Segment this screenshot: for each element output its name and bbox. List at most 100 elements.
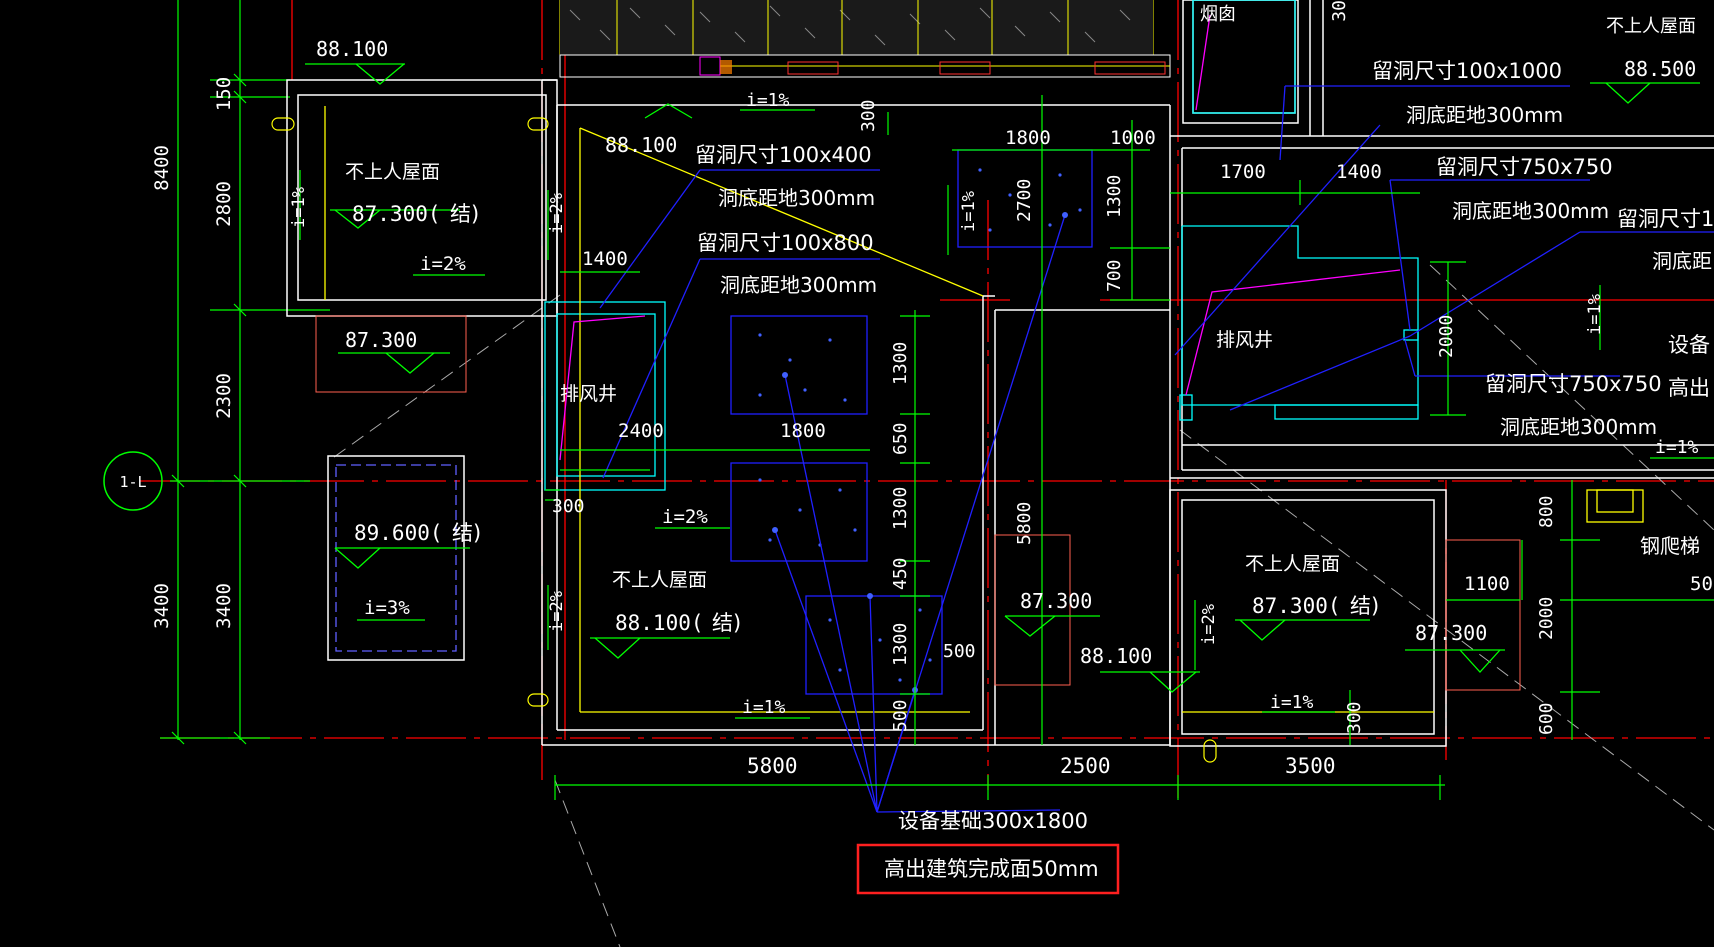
side-note-b: 高出	[1668, 376, 1710, 400]
dim-2000-lower: 2000	[1536, 597, 1557, 640]
dim-2400: 2400	[618, 420, 664, 442]
slope-13: i=1%	[1585, 294, 1605, 335]
opening-3-height: 洞底距地300mm	[1406, 103, 1563, 127]
elevation-87300-c: 87.300	[1415, 621, 1487, 645]
tower-elevation: 89.600(	[354, 521, 443, 545]
dim-800: 800	[1536, 495, 1557, 528]
dim-2800: 2800	[213, 181, 235, 227]
elevation-88100-a: 88.100	[316, 37, 388, 61]
slope-8: i=1%	[289, 187, 309, 228]
dim-8400: 8400	[151, 145, 173, 191]
slope-11: i=1%	[959, 191, 979, 232]
opening-4-size: 留洞尺寸750x750	[1436, 155, 1613, 179]
dim-300-left: 300	[552, 496, 585, 517]
mid-roof-elevation: 88.100(	[615, 611, 704, 635]
dim-500-b: 500	[890, 699, 911, 732]
pipe-outlets	[271, 117, 1217, 763]
equipment-note[interactable]: 设备基础300x1800 高出建筑完成面50mm	[856, 809, 1120, 895]
dashed-guides	[329, 264, 1714, 947]
dim-300-top: 300	[858, 99, 879, 132]
equipment-note-line1: 设备基础300x1800	[898, 809, 1088, 833]
elevation-88100-b: 88.100	[605, 133, 677, 157]
elevation-87300-b: 87.300	[1020, 589, 1092, 613]
plan-dimension-lines	[545, 95, 1714, 800]
dim-1400-left: 1400	[582, 248, 628, 270]
bottom-dim-2500: 2500	[1060, 754, 1111, 778]
opening-5-size: 留洞尺寸750x750	[1485, 372, 1662, 396]
side-note-a: 设备	[1668, 333, 1710, 357]
left-exhaust-shaft-label: 排风井	[560, 383, 617, 405]
red-outlines	[315, 315, 1521, 691]
right-roof-jie: 结)	[1350, 594, 1379, 618]
shaft-labels: 排风井 排风井 烟囱 钢爬梯	[560, 4, 1700, 558]
elevation-88500: 88.500	[1624, 57, 1696, 81]
opening-6-height: 洞底距	[1652, 249, 1712, 273]
dim-500-a: 500	[943, 641, 976, 662]
chimney-label: 烟囱	[1200, 4, 1236, 25]
slope-6: i=3%	[364, 597, 410, 619]
equipment-dots	[758, 168, 1082, 682]
roof-labels: 不上人屋面 87.300( 结) 89.600( 结) 不上人屋面 88.100…	[345, 16, 1696, 635]
opening-1-height: 洞底距地300mm	[718, 186, 875, 210]
opening-1-size: 留洞尺寸100x400	[695, 143, 872, 167]
slope-arrows	[299, 109, 1714, 719]
dim-1800-mid: 1800	[780, 420, 826, 442]
dim-700: 700	[1104, 259, 1125, 292]
dim-3400-outer: 3400	[151, 583, 173, 629]
dim-1000: 1000	[1110, 127, 1156, 149]
dim-300-right: 300	[1344, 701, 1365, 734]
slope-2: i=2%	[420, 253, 466, 275]
leader-dots	[772, 212, 1068, 693]
opening-6-size: 留洞尺寸10	[1617, 207, 1714, 231]
opening-3-size: 留洞尺寸100x1000	[1372, 59, 1562, 83]
right-roof-elevation: 87.300(	[1252, 594, 1341, 618]
right-roof-label: 不上人屋面	[1245, 553, 1340, 575]
bottom-dim-3500: 3500	[1285, 754, 1336, 778]
slope-1: i=1%	[746, 90, 790, 111]
dim-600: 600	[1536, 702, 1557, 735]
dim-1300-c: 1300	[890, 623, 911, 666]
dim-2300: 2300	[213, 373, 235, 419]
axis-bubble[interactable]: 1-L	[103, 451, 163, 511]
dim-1400-right: 1400	[1336, 161, 1382, 183]
left-dimension-lines	[160, 0, 330, 745]
dim-500-c: 500	[1690, 573, 1714, 595]
top-right-roof-label: 不上人屋面	[1606, 16, 1696, 37]
opening-5-height: 洞底距地300mm	[1500, 415, 1657, 439]
elevation-labels: 88.100 87.300 88.100 88.100 88.500 87.30…	[316, 37, 1696, 668]
dim-650: 650	[890, 422, 911, 455]
top-hatch-band	[559, 0, 1171, 78]
dim-1800-top: 1800	[1005, 127, 1051, 149]
dim-5800-vertical: 5800	[1014, 502, 1035, 545]
slope-4: i=1%	[1270, 692, 1314, 713]
dim-450: 450	[890, 557, 911, 590]
dim-2700: 2700	[1014, 179, 1035, 222]
magenta-lines	[559, 14, 1401, 461]
slope-5: i=2%	[662, 506, 708, 528]
dim-2000-right: 2000	[1436, 315, 1457, 358]
opening-4-height: 洞底距地300mm	[1452, 199, 1609, 223]
equipment-note-line2: 高出建筑完成面50mm	[884, 857, 1099, 881]
bottom-dim-5800: 5800	[747, 754, 798, 778]
elevation-88100-c: 88.100	[1080, 644, 1152, 668]
dim-30: 30	[1329, 0, 1350, 22]
right-exhaust-shaft-label: 排风井	[1216, 329, 1273, 351]
leader-lines	[599, 85, 1714, 813]
slope-10: i=2%	[547, 591, 567, 632]
axis-bubble-label: 1-L	[119, 473, 146, 491]
slope-7: i=1%	[1655, 437, 1699, 458]
elevation-87300-a: 87.300	[345, 328, 417, 352]
left-roof-label: 不上人屋面	[345, 161, 440, 183]
dim-1300-right: 1300	[1104, 175, 1125, 218]
dim-1700: 1700	[1220, 161, 1266, 183]
dim-3400-inner: 3400	[213, 583, 235, 629]
tower-jie: 结)	[452, 521, 481, 545]
mid-roof-label: 不上人屋面	[612, 569, 707, 591]
dim-1300-a: 1300	[890, 342, 911, 385]
dim-1300-b: 1300	[890, 487, 911, 530]
left-dimension-labels: 8400 3400 150 2800 2300 3400	[151, 77, 235, 629]
opening-2-height: 洞底距地300mm	[720, 273, 877, 297]
dimension-labels: 300 300 1400 2400 1800 1800 1000 2700 13…	[552, 0, 1714, 778]
highlight-box	[856, 843, 1120, 895]
